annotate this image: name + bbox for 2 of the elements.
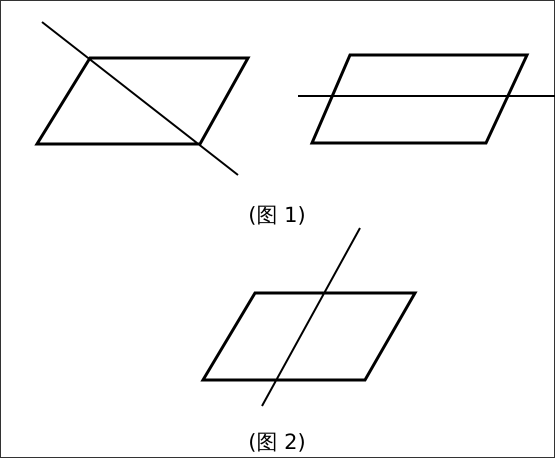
figure-caption: (图 1) bbox=[248, 202, 306, 229]
figure-caption: (图 2) bbox=[248, 429, 306, 456]
